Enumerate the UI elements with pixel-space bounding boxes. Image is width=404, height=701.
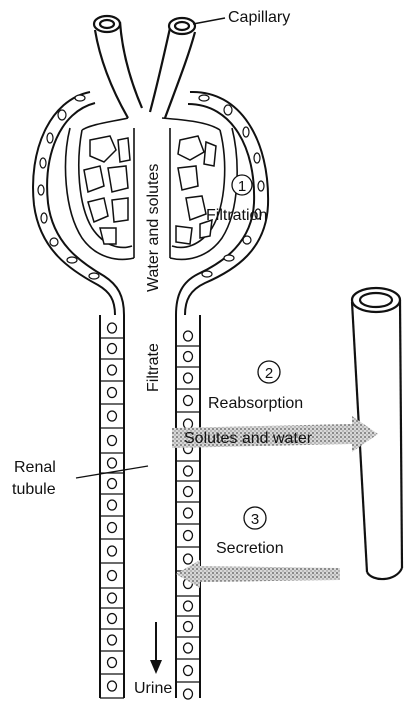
- tubule-cell-nucleus: [184, 396, 193, 406]
- capillary-label: Capillary: [228, 9, 290, 26]
- tubule-cell-nucleus: [108, 323, 117, 333]
- reabsorption-label: Reabsorption: [208, 395, 303, 412]
- tubule-cell-nucleus: [108, 658, 117, 668]
- tubule-cell-nucleus: [108, 365, 117, 375]
- tubule-cell-nucleus: [108, 388, 117, 398]
- tubule-cell-nucleus: [108, 500, 117, 510]
- tubule-cell-nucleus: [184, 689, 193, 699]
- secretion-label: Secretion: [216, 540, 284, 557]
- step3-number: 3: [251, 511, 259, 528]
- capillary-leader-line: [193, 18, 225, 24]
- afferent-capillary: [94, 16, 142, 118]
- tubule-cell-nucleus: [184, 373, 193, 383]
- tubule-cell-nucleus: [184, 601, 193, 611]
- step2-number: 2: [265, 365, 273, 382]
- tubule-left-wall: [100, 315, 124, 698]
- tubule-cell-nucleus: [108, 681, 117, 691]
- tubule-cell-nucleus: [184, 508, 193, 518]
- filtration-label: Filtration: [206, 207, 267, 224]
- tubule-cell-nucleus: [184, 331, 193, 341]
- filtrate-label: Filtrate: [145, 343, 162, 392]
- tubule-cell-nucleus: [184, 419, 193, 429]
- tubule-cell-nucleus: [108, 523, 117, 533]
- tubule-cell-nucleus: [184, 554, 193, 564]
- tubule-cell-nucleus: [184, 531, 193, 541]
- step1-number: 1: [238, 178, 246, 195]
- tubule-cell-nucleus: [184, 622, 193, 632]
- tubule-cell-nucleus: [108, 546, 117, 556]
- tubule-cell-nucleus: [184, 666, 193, 676]
- tubule-cell-nucleus: [184, 352, 193, 362]
- urine-label: Urine: [134, 680, 172, 697]
- efferent-capillary: [150, 18, 195, 118]
- tubule-cell-nucleus: [108, 635, 117, 645]
- urine-flow-arrow: [150, 622, 162, 674]
- renal-tubule-label-line1: Renal: [14, 459, 56, 476]
- tubule-cell-nucleus: [184, 487, 193, 497]
- tubule-cell-nucleus: [108, 593, 117, 603]
- tubule-cell-nucleus: [108, 411, 117, 421]
- glomerulus-left-loops: [84, 136, 130, 244]
- tubule-cell-nucleus: [108, 344, 117, 354]
- tubule-cell-nucleus: [108, 614, 117, 624]
- renal-tubule-label-line2: tubule: [12, 481, 56, 498]
- tubule-cell-nucleus: [184, 466, 193, 476]
- tubule-cell-nucleus: [108, 436, 117, 446]
- water-and-solutes-label: Water and solutes: [145, 164, 162, 292]
- tubule-cell-nucleus: [108, 458, 117, 468]
- tubule-cell-nucleus: [108, 571, 117, 581]
- tubule-cell-nucleus: [108, 479, 117, 489]
- solutes-and-water-label: Solutes and water: [184, 430, 313, 447]
- tubule-cell-nucleus: [184, 643, 193, 653]
- glomerulus-right-loops: [176, 136, 216, 244]
